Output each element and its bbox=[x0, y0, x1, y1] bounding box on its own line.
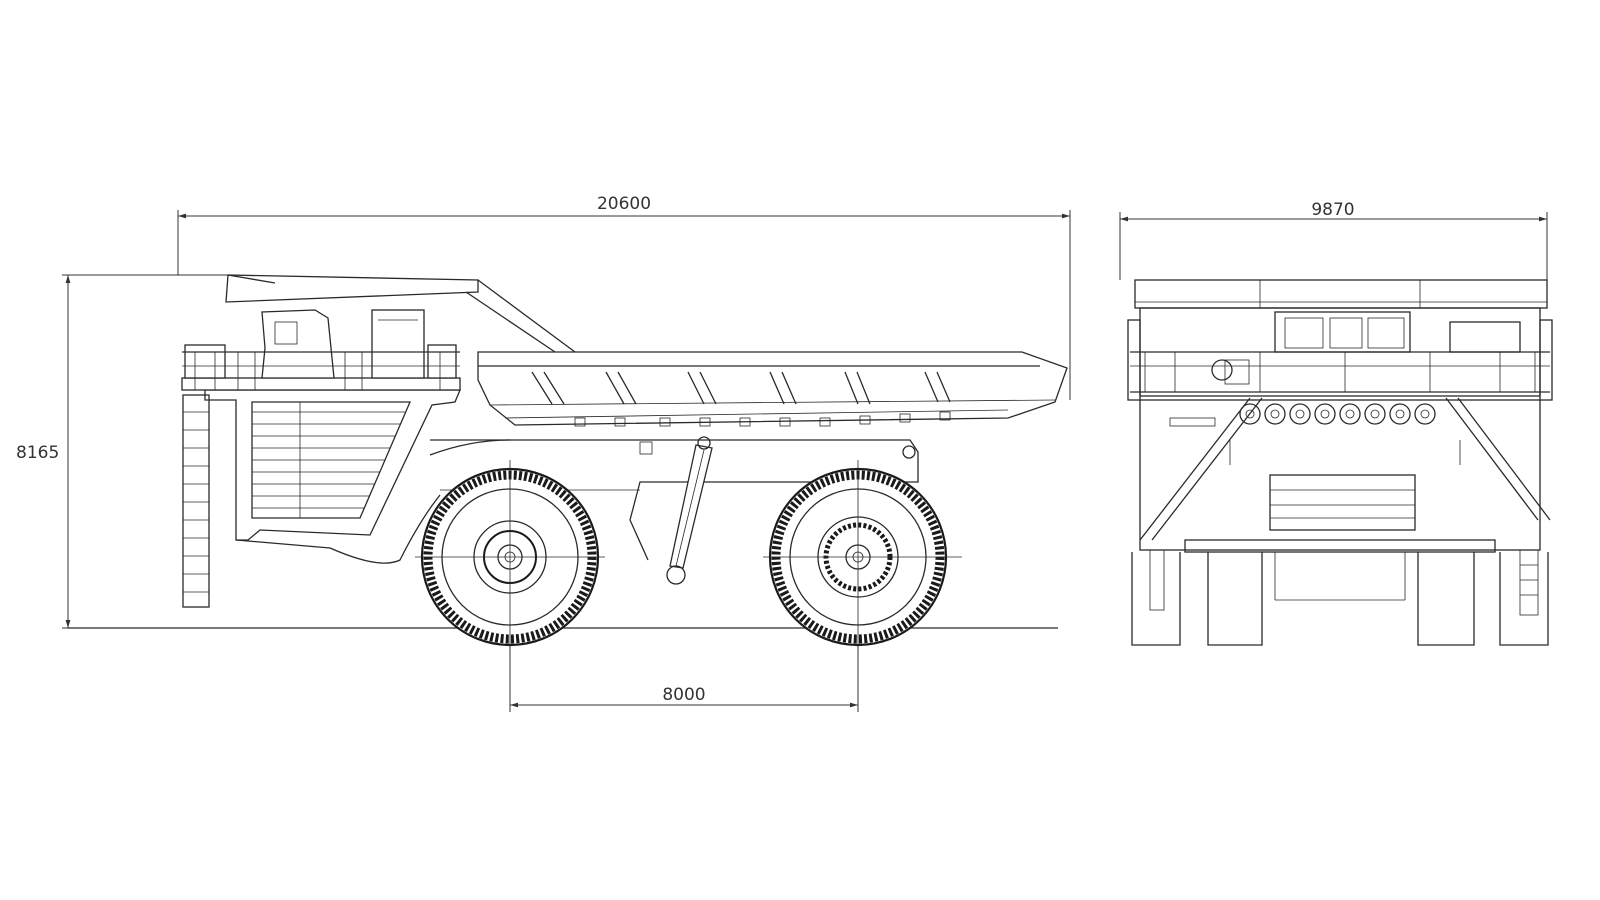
dump-body bbox=[477, 351, 1068, 427]
body-brackets bbox=[574, 411, 951, 427]
deck-railing bbox=[182, 351, 460, 390]
body-ribs bbox=[531, 371, 951, 405]
rear-canopy bbox=[1134, 279, 1548, 309]
hoist-cylinder bbox=[666, 436, 713, 585]
dimension-overall-height: 8165 bbox=[16, 274, 232, 629]
canopy bbox=[225, 274, 576, 353]
dimension-overall-length: 20600 bbox=[177, 194, 1071, 400]
rear-wheel bbox=[763, 460, 962, 650]
rear-tires bbox=[1131, 552, 1549, 646]
rear-railing bbox=[1130, 351, 1550, 393]
front-structure bbox=[204, 389, 461, 564]
side-view bbox=[181, 274, 1068, 650]
front-wheel bbox=[415, 460, 605, 650]
rear-stairs bbox=[1139, 397, 1551, 541]
front-ladder bbox=[182, 394, 210, 608]
radiator-grille bbox=[252, 402, 405, 518]
rear-view bbox=[1127, 279, 1553, 646]
rear-fans bbox=[1239, 403, 1436, 425]
dimension-overall-width: 9870 bbox=[1119, 200, 1548, 280]
overall-length-label: 20600 bbox=[597, 194, 651, 214]
rear-cabinets bbox=[1211, 311, 1521, 385]
overall-width-label: 9870 bbox=[1311, 200, 1354, 220]
upper-deck bbox=[181, 309, 461, 391]
wheelbase-label: 8000 bbox=[662, 685, 705, 705]
overall-height-label: 8165 bbox=[16, 443, 59, 463]
rear-ladders bbox=[1149, 549, 1539, 616]
